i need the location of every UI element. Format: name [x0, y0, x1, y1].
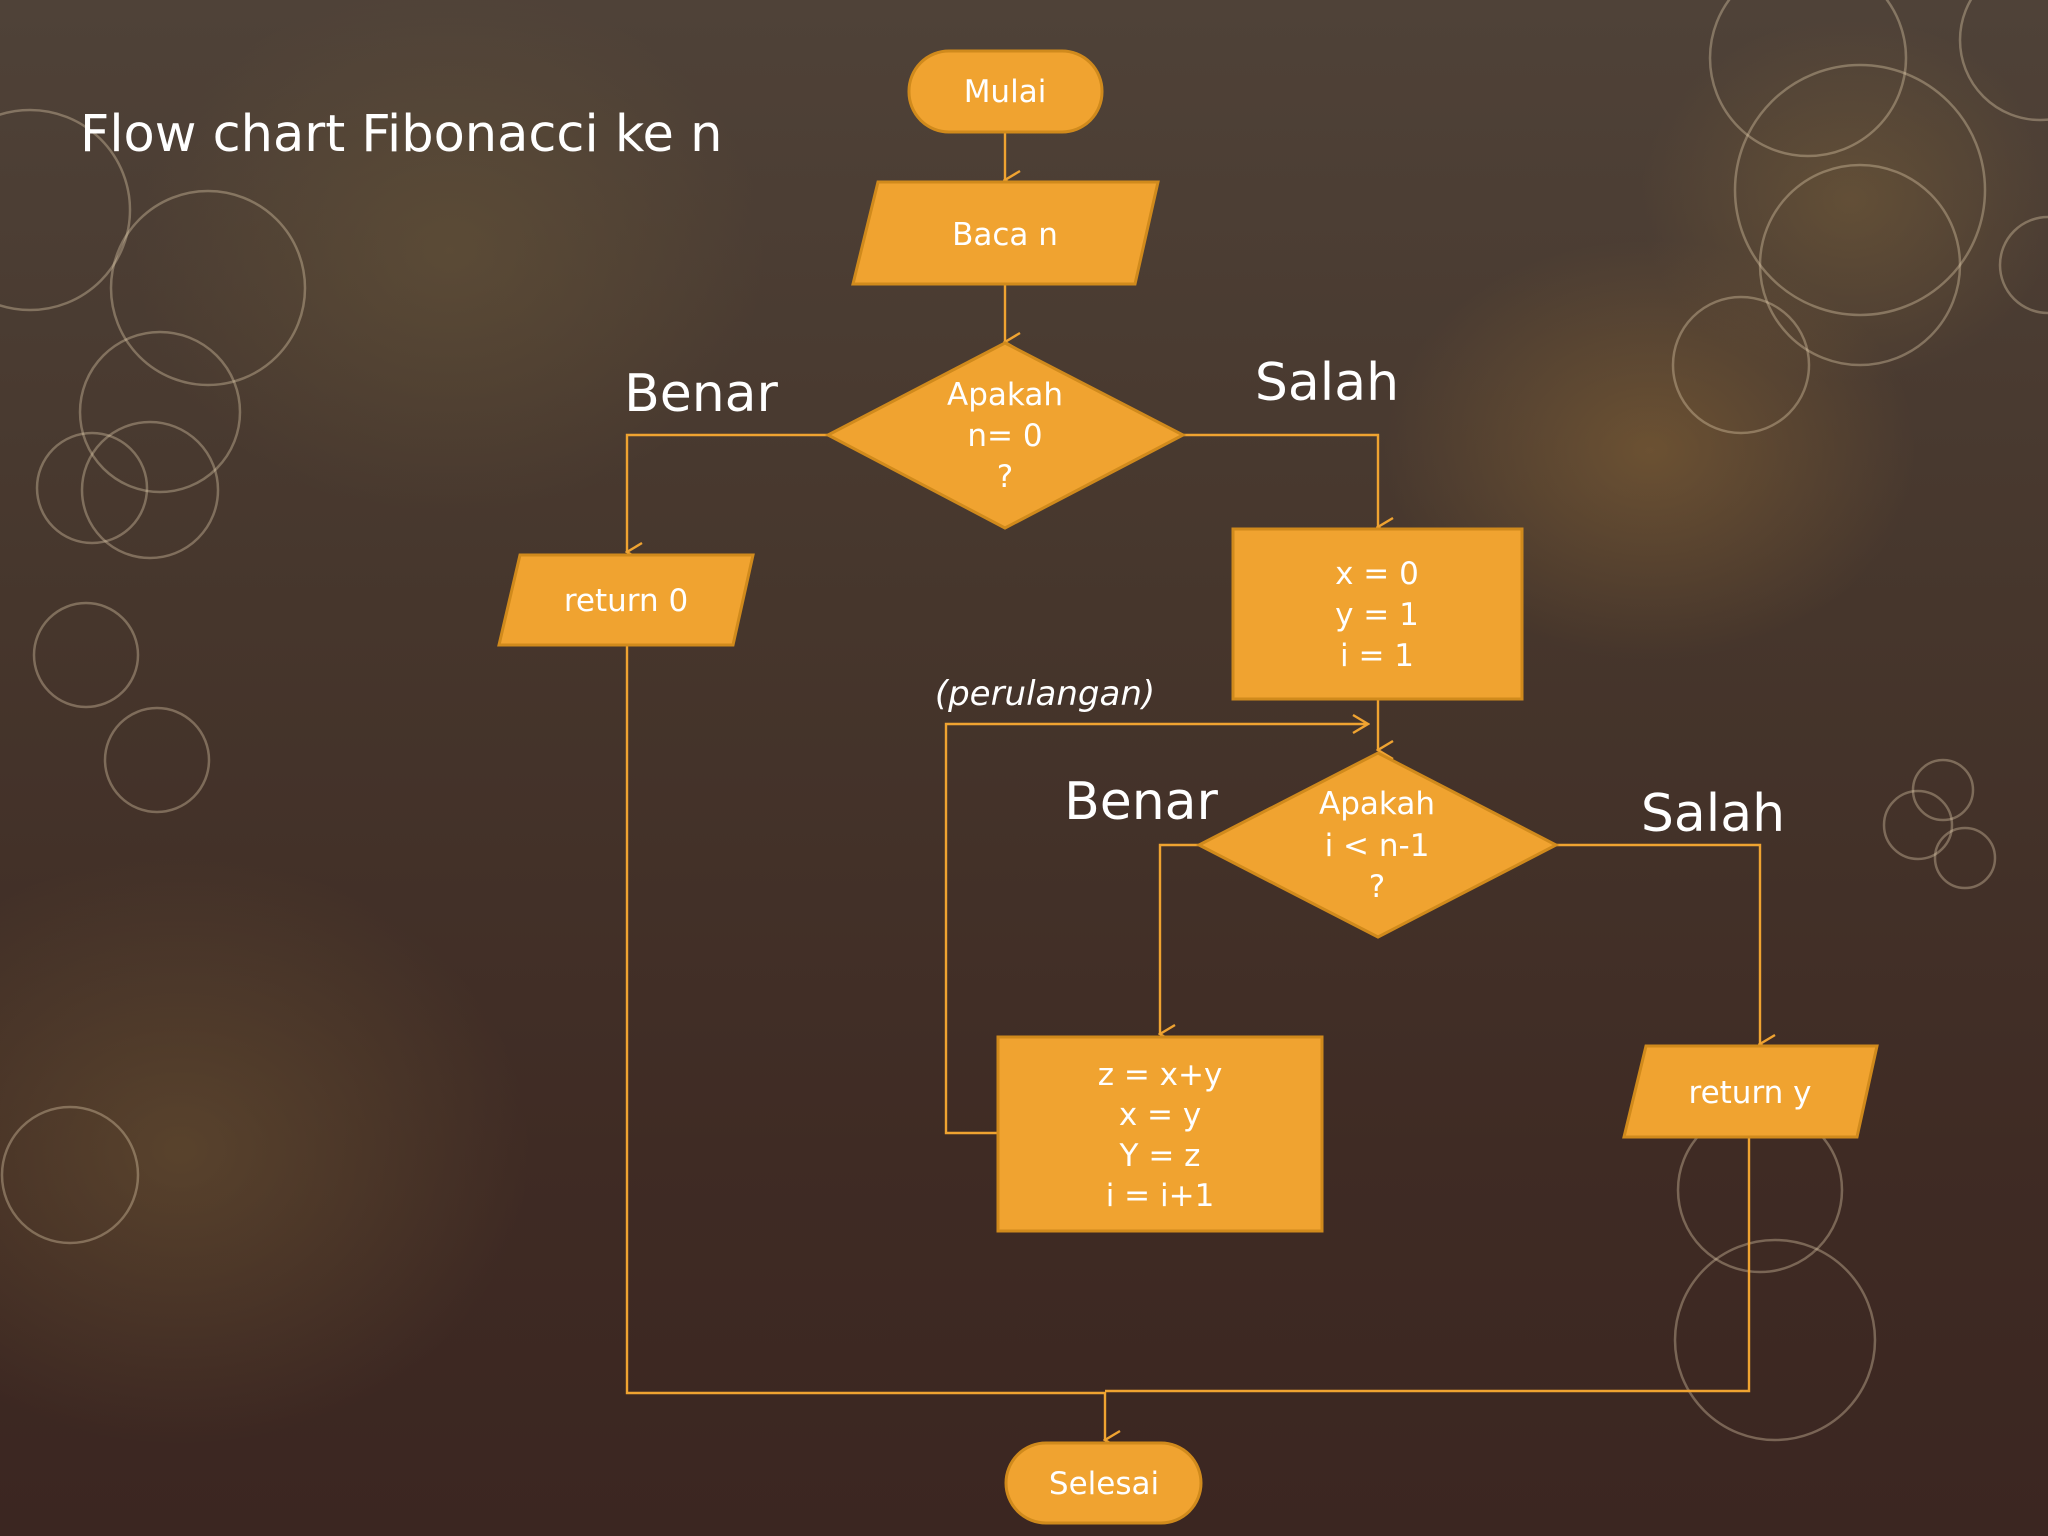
init-line-2: y = 1: [1335, 597, 1419, 633]
decision2-false-label: Salah: [1641, 784, 1785, 844]
connector-decision1-false: [1183, 433, 1378, 527]
loop-note: (perulangan): [935, 674, 1155, 714]
decision1-false-label: Salah: [1255, 353, 1399, 413]
decision2-line-1: Apakah: [1319, 786, 1435, 822]
connector-returny-to-end: [1105, 1138, 1751, 1393]
decision1-true-label: Benar: [624, 364, 778, 424]
end-label: Selesai: [1049, 1466, 1159, 1502]
return-zero-node: return 0: [497, 553, 755, 647]
page-title: Flow chart Fibonacci ke n: [80, 105, 723, 164]
start-terminal: Mulai: [907, 49, 1104, 134]
decision2-true-label: Benar: [1064, 772, 1218, 832]
init-line-1: x = 0: [1335, 556, 1419, 592]
decision-loop-condition: Apakah i < n-1 ?: [1195, 751, 1560, 939]
decision1-line-3: ?: [997, 459, 1013, 495]
loop-body-line-1: z = x+y: [1098, 1057, 1223, 1093]
loop-body-process: z = x+y x = y Y = z i = i+1: [996, 1035, 1324, 1233]
return-y-node: return y: [1622, 1044, 1879, 1139]
decision2-line-2: i < n-1: [1325, 828, 1430, 864]
decision1-line-1: Apakah: [947, 377, 1063, 413]
loop-body-line-2: x = y: [1119, 1097, 1201, 1133]
input-node: Baca n: [851, 180, 1160, 286]
start-label: Mulai: [964, 74, 1047, 110]
end-terminal: Selesai: [1004, 1441, 1203, 1525]
return0-label: return 0: [564, 583, 688, 619]
decision-n-zero: Apakah n= 0 ?: [824, 341, 1187, 530]
init-process: x = 0 y = 1 i = 1: [1231, 527, 1524, 701]
loop-body-line-3: Y = z: [1119, 1138, 1201, 1174]
connector-return0-to-end: [625, 646, 1105, 1440]
connector-decision1-true: [627, 433, 828, 552]
init-line-3: i = 1: [1340, 638, 1414, 674]
decision2-line-3: ?: [1369, 869, 1385, 905]
decision1-line-2: n= 0: [967, 418, 1042, 454]
input-label: Baca n: [952, 217, 1058, 253]
loop-body-line-4: i = i+1: [1106, 1178, 1215, 1214]
return-y-label: return y: [1689, 1075, 1812, 1111]
connector-loop-back: [944, 724, 1368, 1135]
connector-decision2-true: [1160, 843, 1199, 1034]
connector-decision2-false: [1556, 843, 1760, 1044]
connectors: [627, 132, 1760, 1440]
bokeh-decoration: [0, 0, 2048, 1442]
